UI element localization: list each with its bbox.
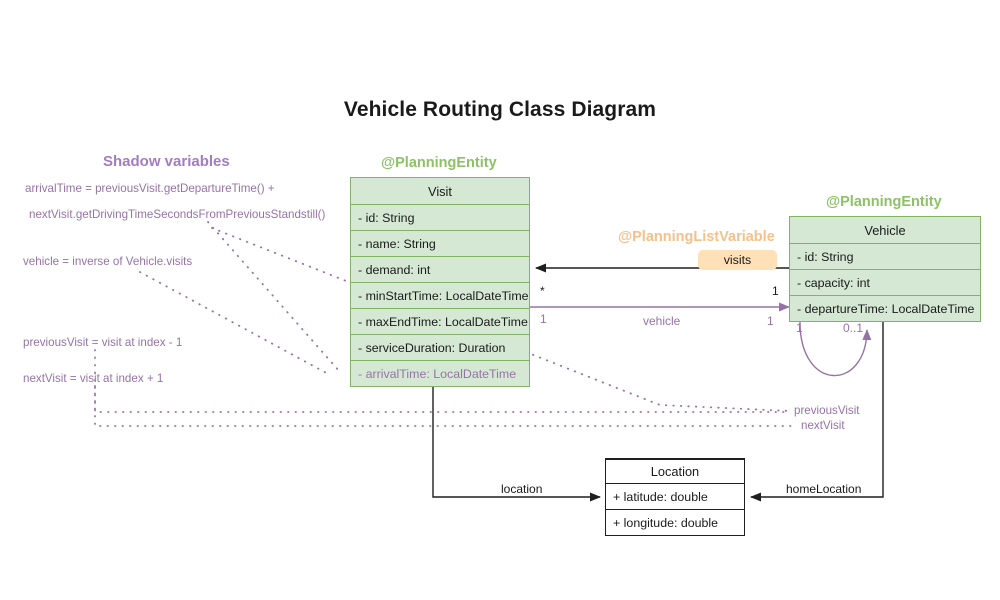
association-label-home-location: homeLocation [786, 482, 862, 496]
association-label-visits: visits [698, 250, 777, 270]
shadow-note-next-visit: nextVisit = visit at index + 1 [23, 372, 164, 385]
attribute-visit-service-duration: - serviceDuration: Duration [351, 334, 529, 360]
class-box-visit[interactable]: Visit - id: String - name: String - dema… [350, 177, 530, 387]
multiplicity-visits-target: * [540, 284, 545, 298]
class-name-visit: Visit [428, 183, 452, 199]
attribute-location-longitude: + longitude: double [606, 509, 744, 535]
attribute-visit-min-start-time: - minStartTime: LocalDateTime [351, 282, 529, 308]
multiplicity-vehicle-source: 1 [540, 312, 547, 326]
attribute-visit-id: - id: String [351, 204, 529, 230]
attribute-vehicle-id: - id: String [790, 243, 980, 269]
association-label-previous-visit: previousVisit [794, 404, 860, 417]
multiplicity-visits-source: 1 [772, 284, 779, 298]
shadow-note-arrival-time-1: arrivalTime = previousVisit.getDeparture… [25, 182, 275, 195]
class-name-location: Location [606, 459, 744, 483]
attribute-vehicle-capacity: - capacity: int [790, 269, 980, 295]
association-label-location: location [501, 482, 543, 496]
class-box-location[interactable]: Location + latitude: double + longitude:… [605, 458, 745, 536]
multiplicity-previous-visit-target: 0..1 [843, 321, 864, 335]
shadow-note-arrival-time-2: nextVisit.getDrivingTimeSecondsFromPrevi… [29, 208, 326, 221]
shadow-variables-title: Shadow variables [103, 153, 230, 170]
attribute-visit-name: - name: String [351, 230, 529, 256]
association-label-vehicle: vehicle [643, 314, 681, 328]
shadow-note-previous-visit: previousVisit = visit at index - 1 [23, 336, 183, 349]
association-label-next-visit: nextVisit [801, 419, 845, 432]
class-name-vehicle: Vehicle [864, 222, 906, 238]
attribute-visit-max-end-time: - maxEndTime: LocalDateTime [351, 308, 529, 334]
stereotype-vehicle: @PlanningEntity [826, 194, 942, 210]
attribute-vehicle-departure-time: - departureTime: LocalDateTime [790, 295, 980, 321]
stereotype-planning-list-variable: @PlanningListVariable [618, 229, 775, 245]
shadow-note-vehicle: vehicle = inverse of Vehicle.visits [23, 255, 193, 268]
stereotype-visit: @PlanningEntity [381, 155, 497, 171]
class-box-vehicle[interactable]: Vehicle - id: String - capacity: int - d… [789, 216, 981, 322]
attribute-visit-arrival-time: - arrivalTime: LocalDateTime [351, 360, 529, 386]
attribute-visit-demand: - demand: int [351, 256, 529, 282]
page-title: Vehicle Routing Class Diagram [343, 98, 657, 121]
multiplicity-vehicle-target: 1 [767, 314, 774, 328]
multiplicity-previous-visit-source: 1 [796, 321, 803, 335]
edge-location [432, 386, 601, 502]
attribute-location-latitude: + latitude: double [606, 483, 744, 509]
